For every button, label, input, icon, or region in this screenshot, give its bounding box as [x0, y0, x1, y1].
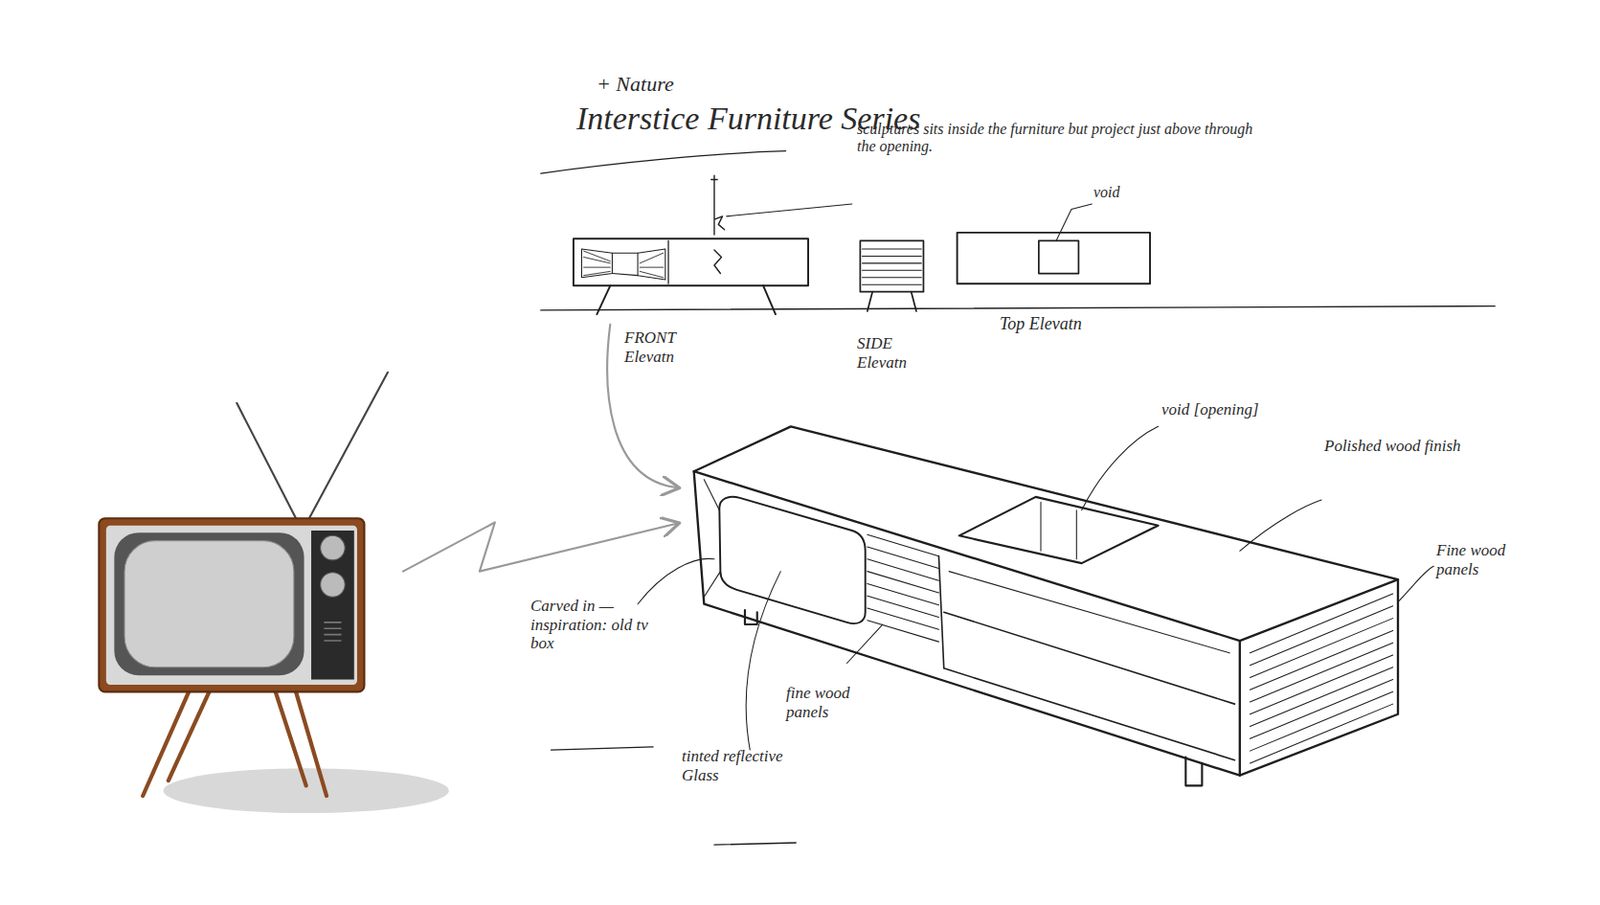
- callout-label: Carved in — inspiration: old tv box: [530, 596, 669, 654]
- cabinet-perspective: [550, 426, 1434, 845]
- part-label: void: [1093, 183, 1145, 202]
- tv-illustration: [98, 372, 450, 813]
- callout-label: fine wood panels: [786, 683, 874, 722]
- callout-label: void [opening]: [1161, 400, 1274, 420]
- callout-label: tinted reflective Glass: [681, 746, 794, 785]
- view-label: Top Elevatn: [999, 314, 1133, 335]
- view-label: SIDE Elevatn: [856, 334, 934, 372]
- callout-label: Fine wood panels: [1436, 540, 1533, 579]
- view-label: FRONT Elevatn: [624, 328, 717, 366]
- callout-label: Polished wood finish: [1324, 436, 1463, 456]
- annotation-note: sculptures sits inside the furniture but…: [856, 120, 1265, 157]
- note-text: + Nature: [596, 71, 720, 96]
